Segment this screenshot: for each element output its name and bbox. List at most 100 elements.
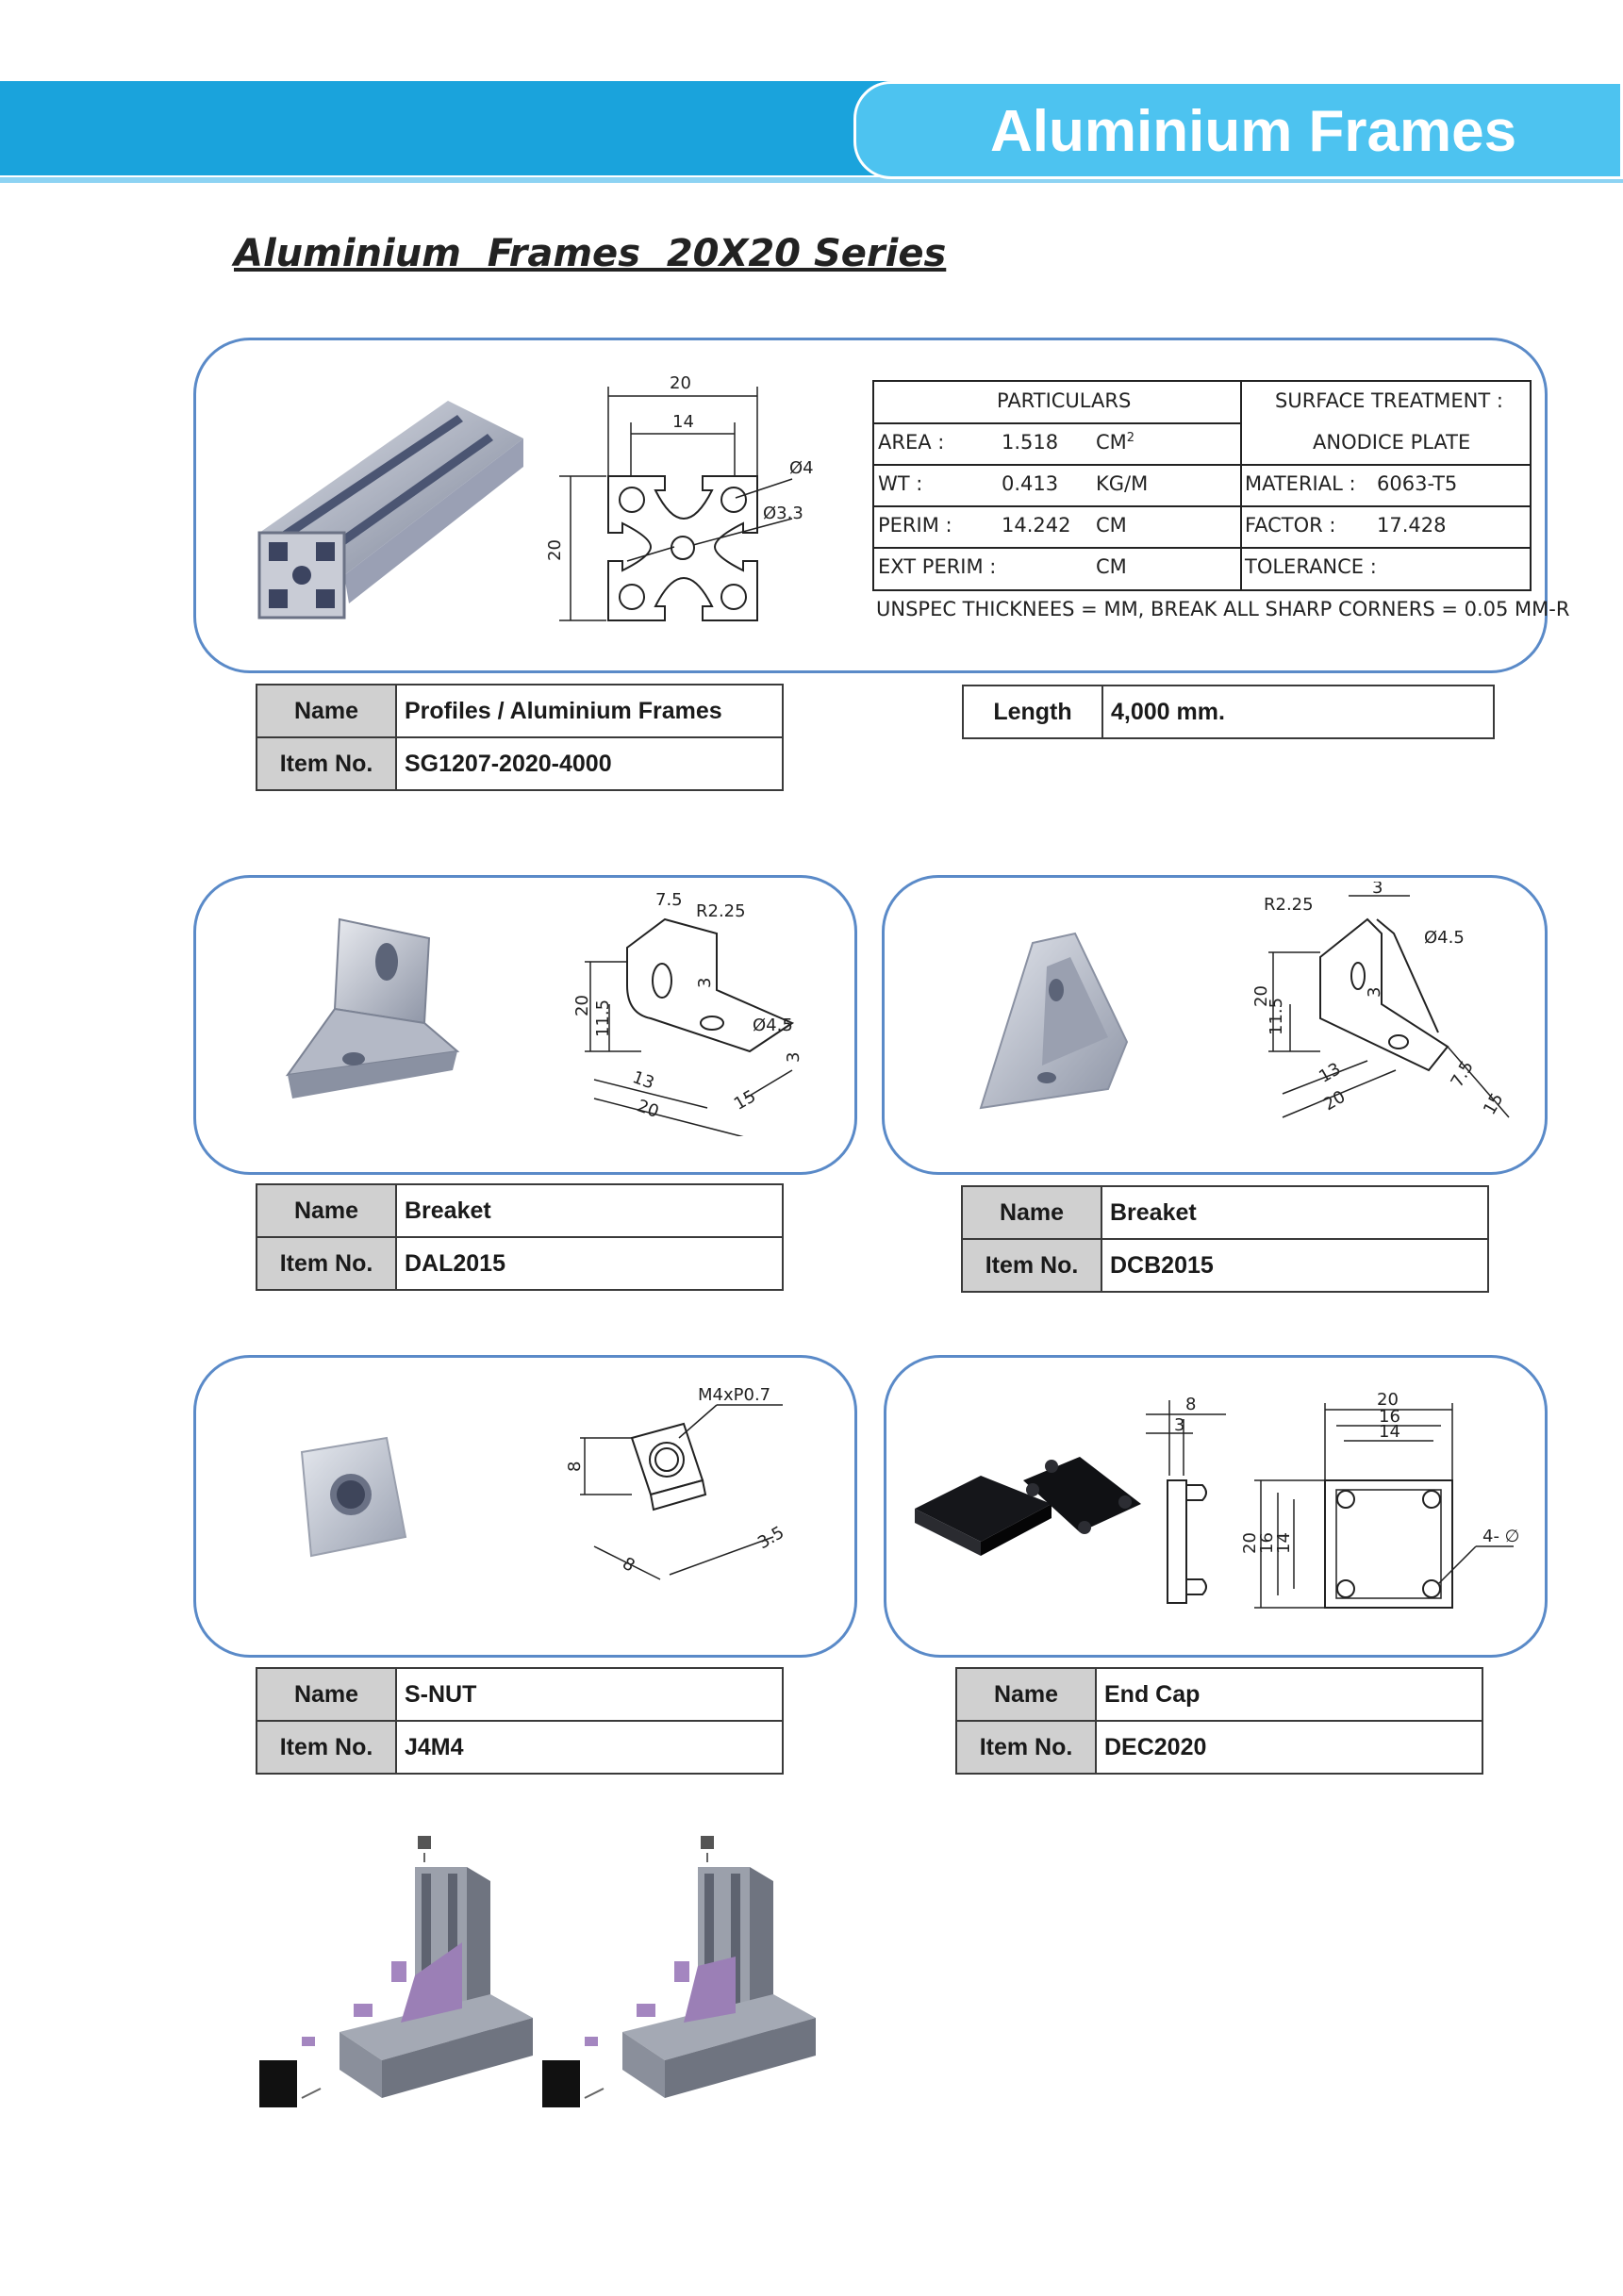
bracket-c-panel: [882, 875, 1548, 1175]
endcap-dim-holes: 4- ∅4: [1482, 1527, 1518, 1546]
bc-dim-b1: 13: [1316, 1059, 1344, 1087]
spec-wt-key: WT :: [878, 472, 923, 495]
bc-dim-t2: 3: [1365, 987, 1384, 998]
spec-surface: SURFACE TREATMENT :: [1275, 389, 1503, 412]
bl-dim-hole: Ø4.5: [753, 1016, 793, 1035]
endcap-dim-w20: 20: [1377, 1390, 1399, 1410]
bc-dim-b4: 15: [1480, 1090, 1508, 1118]
profile-name: Profiles / Aluminium Frames: [395, 684, 784, 738]
assembly-image-1: [259, 1836, 533, 2107]
item-label: Item No.: [955, 1720, 1097, 1775]
dim-side: 20: [545, 539, 565, 561]
name-label: Name: [256, 1183, 397, 1238]
snut-dim-thread: M4xP0.7: [698, 1385, 770, 1405]
name-label: Name: [961, 1185, 1102, 1240]
spec-extperim-key: EXT PERIM :: [878, 555, 997, 578]
snut-image: [300, 1436, 407, 1558]
dim-outer: 20: [670, 373, 691, 393]
header-underline: [0, 177, 1623, 183]
header-tab: [853, 81, 1623, 179]
endcap-dim-w14: 14: [1379, 1422, 1400, 1442]
endcap-item: DEC2020: [1095, 1720, 1483, 1775]
bracket-l-name: Breaket: [395, 1183, 784, 1238]
bracket-c-drawing: R2.25 3 Ø4.5 20 11.5 3 13 20 7.5 15: [1251, 882, 1510, 1118]
spec-factor-key: FACTOR :: [1245, 514, 1336, 537]
bracket-c-image: [979, 932, 1129, 1110]
bl-dim-b2: 20: [635, 1096, 662, 1122]
endcap-dim-h20: 20: [1240, 1532, 1260, 1554]
profile-item: SG1207-2020-4000: [395, 736, 784, 791]
name-label: Name: [955, 1667, 1097, 1722]
endcap-dim-8: 8: [1185, 1395, 1196, 1414]
spec-material-key: MATERIAL :: [1245, 472, 1356, 495]
bl-dim-b3: 15: [731, 1086, 759, 1115]
bc-dim-t: 3: [1372, 882, 1383, 898]
endcap-dim-h16: 16: [1257, 1532, 1277, 1554]
dim-hole1: Ø4: [789, 458, 814, 478]
spec-table: PARTICULARS SURFACE TREATMENT : ANODICE …: [872, 380, 1532, 591]
snut-item: J4M4: [395, 1720, 784, 1775]
snut-name: S-NUT: [395, 1667, 784, 1722]
bc-dim-h2: 11.5: [1267, 998, 1286, 1035]
assembly-image-2: [542, 1836, 816, 2107]
endcap-side-drawing: 8 3: [1146, 1395, 1226, 1604]
bracket-l-image: [285, 917, 460, 1098]
header-title: Aluminium Frames: [990, 99, 1517, 164]
endcap-dim-h14: 14: [1274, 1532, 1294, 1554]
dim-hole2: Ø3.3: [763, 504, 803, 523]
endcap-front-drawing: 20 16 14 20 16 14 4- ∅4: [1240, 1390, 1518, 1609]
bl-dim-t: 3: [695, 978, 715, 988]
bl-dim-h2: 11.5: [593, 999, 613, 1037]
spec-particulars: PARTICULARS: [997, 389, 1132, 412]
bracket-c-item: DCB2015: [1101, 1238, 1489, 1293]
spec-perim-key: PERIM :: [878, 514, 952, 537]
profile-section-drawing: 20 14 20 Ø4 Ø3.3: [545, 373, 814, 621]
item-label: Item No.: [256, 1236, 397, 1291]
spec-material-val: 6063-T5: [1377, 472, 1458, 495]
snut-dim-w: 8: [619, 1554, 638, 1577]
endcap-dim-3: 3: [1174, 1415, 1184, 1435]
profile-image: [257, 401, 523, 619]
spec-area-key: AREA :: [878, 431, 945, 454]
spec-wt-unit: KG/M: [1096, 472, 1149, 495]
name-label: Name: [256, 684, 397, 738]
endcap-image: [915, 1457, 1141, 1556]
bracket-l-item: DAL2015: [395, 1236, 784, 1291]
name-label: Name: [256, 1667, 397, 1722]
bl-dim-h: 20: [572, 995, 592, 1016]
bl-dim-a: 7.5: [655, 890, 683, 910]
spec-area-val: 1.518: [1002, 431, 1059, 454]
item-label: Item No.: [961, 1238, 1102, 1293]
bl-dim-t2: 3: [784, 1052, 803, 1063]
spec-perim-val: 14.242: [1002, 514, 1071, 537]
snut-dim-t: 3.5: [754, 1523, 787, 1554]
length-label: Length: [962, 685, 1103, 739]
spec-wt-val: 0.413: [1002, 472, 1059, 495]
bc-dim-h: 20: [1251, 985, 1271, 1007]
endcap-name: End Cap: [1095, 1667, 1483, 1722]
bl-dim-r: R2.25: [696, 901, 746, 921]
spec-surface-val: ANODICE PLATE: [1313, 431, 1471, 454]
spec-extperim-unit: CM: [1096, 555, 1127, 578]
bc-dim-hole: Ø4.5: [1424, 928, 1465, 948]
snut-drawing: M4xP0.7 8 8 3.5: [565, 1385, 787, 1580]
item-label: Item No.: [256, 1720, 397, 1775]
bc-dim-r: R2.25: [1264, 895, 1314, 915]
spec-area-unit: CM2: [1096, 431, 1135, 454]
item-label: Item No.: [256, 736, 397, 791]
bc-dim-b3: 7.5: [1447, 1058, 1478, 1091]
bracket-c-name: Breaket: [1101, 1185, 1489, 1240]
spec-tolerance-key: TOLERANCE :: [1245, 555, 1377, 578]
page-title: Aluminium Frames 20X20 Series: [234, 232, 947, 275]
endcap-dim-w16: 16: [1379, 1407, 1400, 1427]
snut-dim-h: 8: [565, 1462, 585, 1472]
spec-perim-unit: CM: [1096, 514, 1127, 537]
length-value: 4,000 mm.: [1101, 685, 1495, 739]
dim-inner: 14: [672, 412, 694, 432]
